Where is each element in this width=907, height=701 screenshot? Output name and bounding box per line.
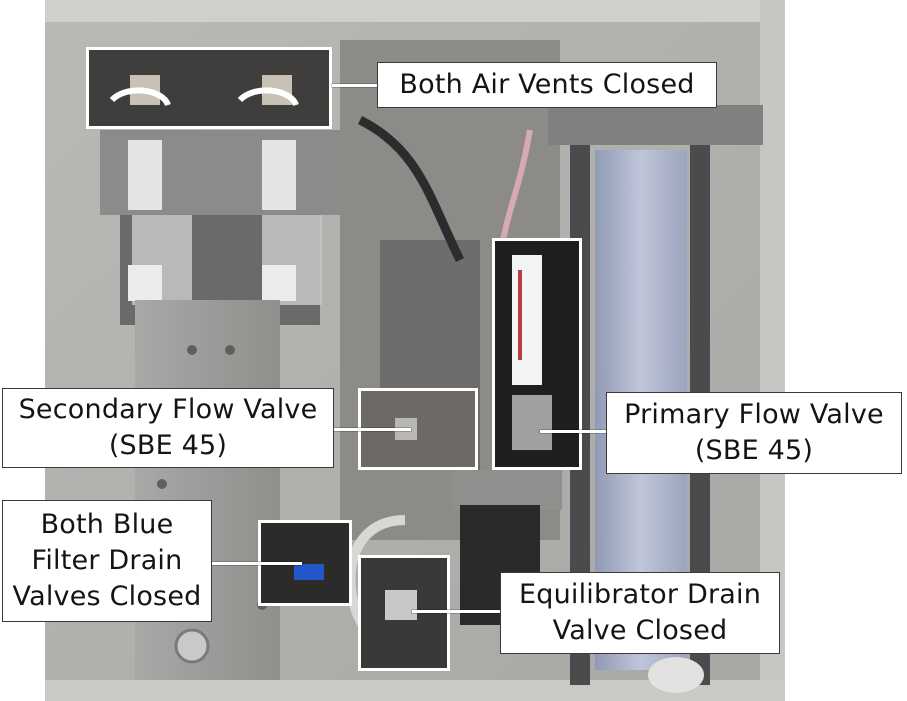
blue-filter-drain-label: Both Blue Filter Drain Valves Closed [2,500,212,622]
equilibrator-drain-leader [412,610,500,613]
primary-flow-valve-label: Primary Flow Valve (SBE 45) [606,392,902,474]
primary-flow-valve-leader [540,430,608,433]
air-vents-leader [332,84,378,87]
primary-flow-valve-label-line-1: Primary Flow Valve [624,399,884,430]
air-vents-label-line-1: Both Air Vents Closed [399,69,695,100]
air-vents-frame [86,47,332,129]
equilibrator-drain-label: Equilibrator Drain Valve Closed [500,572,780,654]
primary-flow-valve-label-line-2: (SBE 45) [694,435,814,466]
primary-flow-valve-frame [492,238,582,470]
blue-filter-drain-leader [212,562,302,565]
air-vents-label: Both Air Vents Closed [377,62,717,108]
secondary-flow-valve-label-line-2: (SBE 45) [108,430,228,461]
secondary-flow-valve-label: Secondary Flow Valve (SBE 45) [2,388,334,468]
blue-filter-drain-label-line-3: Valves Closed [12,581,202,612]
secondary-flow-valve-leader [333,428,411,431]
secondary-flow-valve-label-line-1: Secondary Flow Valve [18,394,318,425]
equilibrator-drain-label-line-1: Equilibrator Drain [518,579,762,610]
equilibrator-drain-frame [358,555,450,671]
equilibrator-drain-label-line-2: Valve Closed [552,615,728,646]
blue-filter-drain-label-line-1: Both Blue [40,509,174,540]
blue-filter-drain-label-line-2: Filter Drain [31,545,183,576]
